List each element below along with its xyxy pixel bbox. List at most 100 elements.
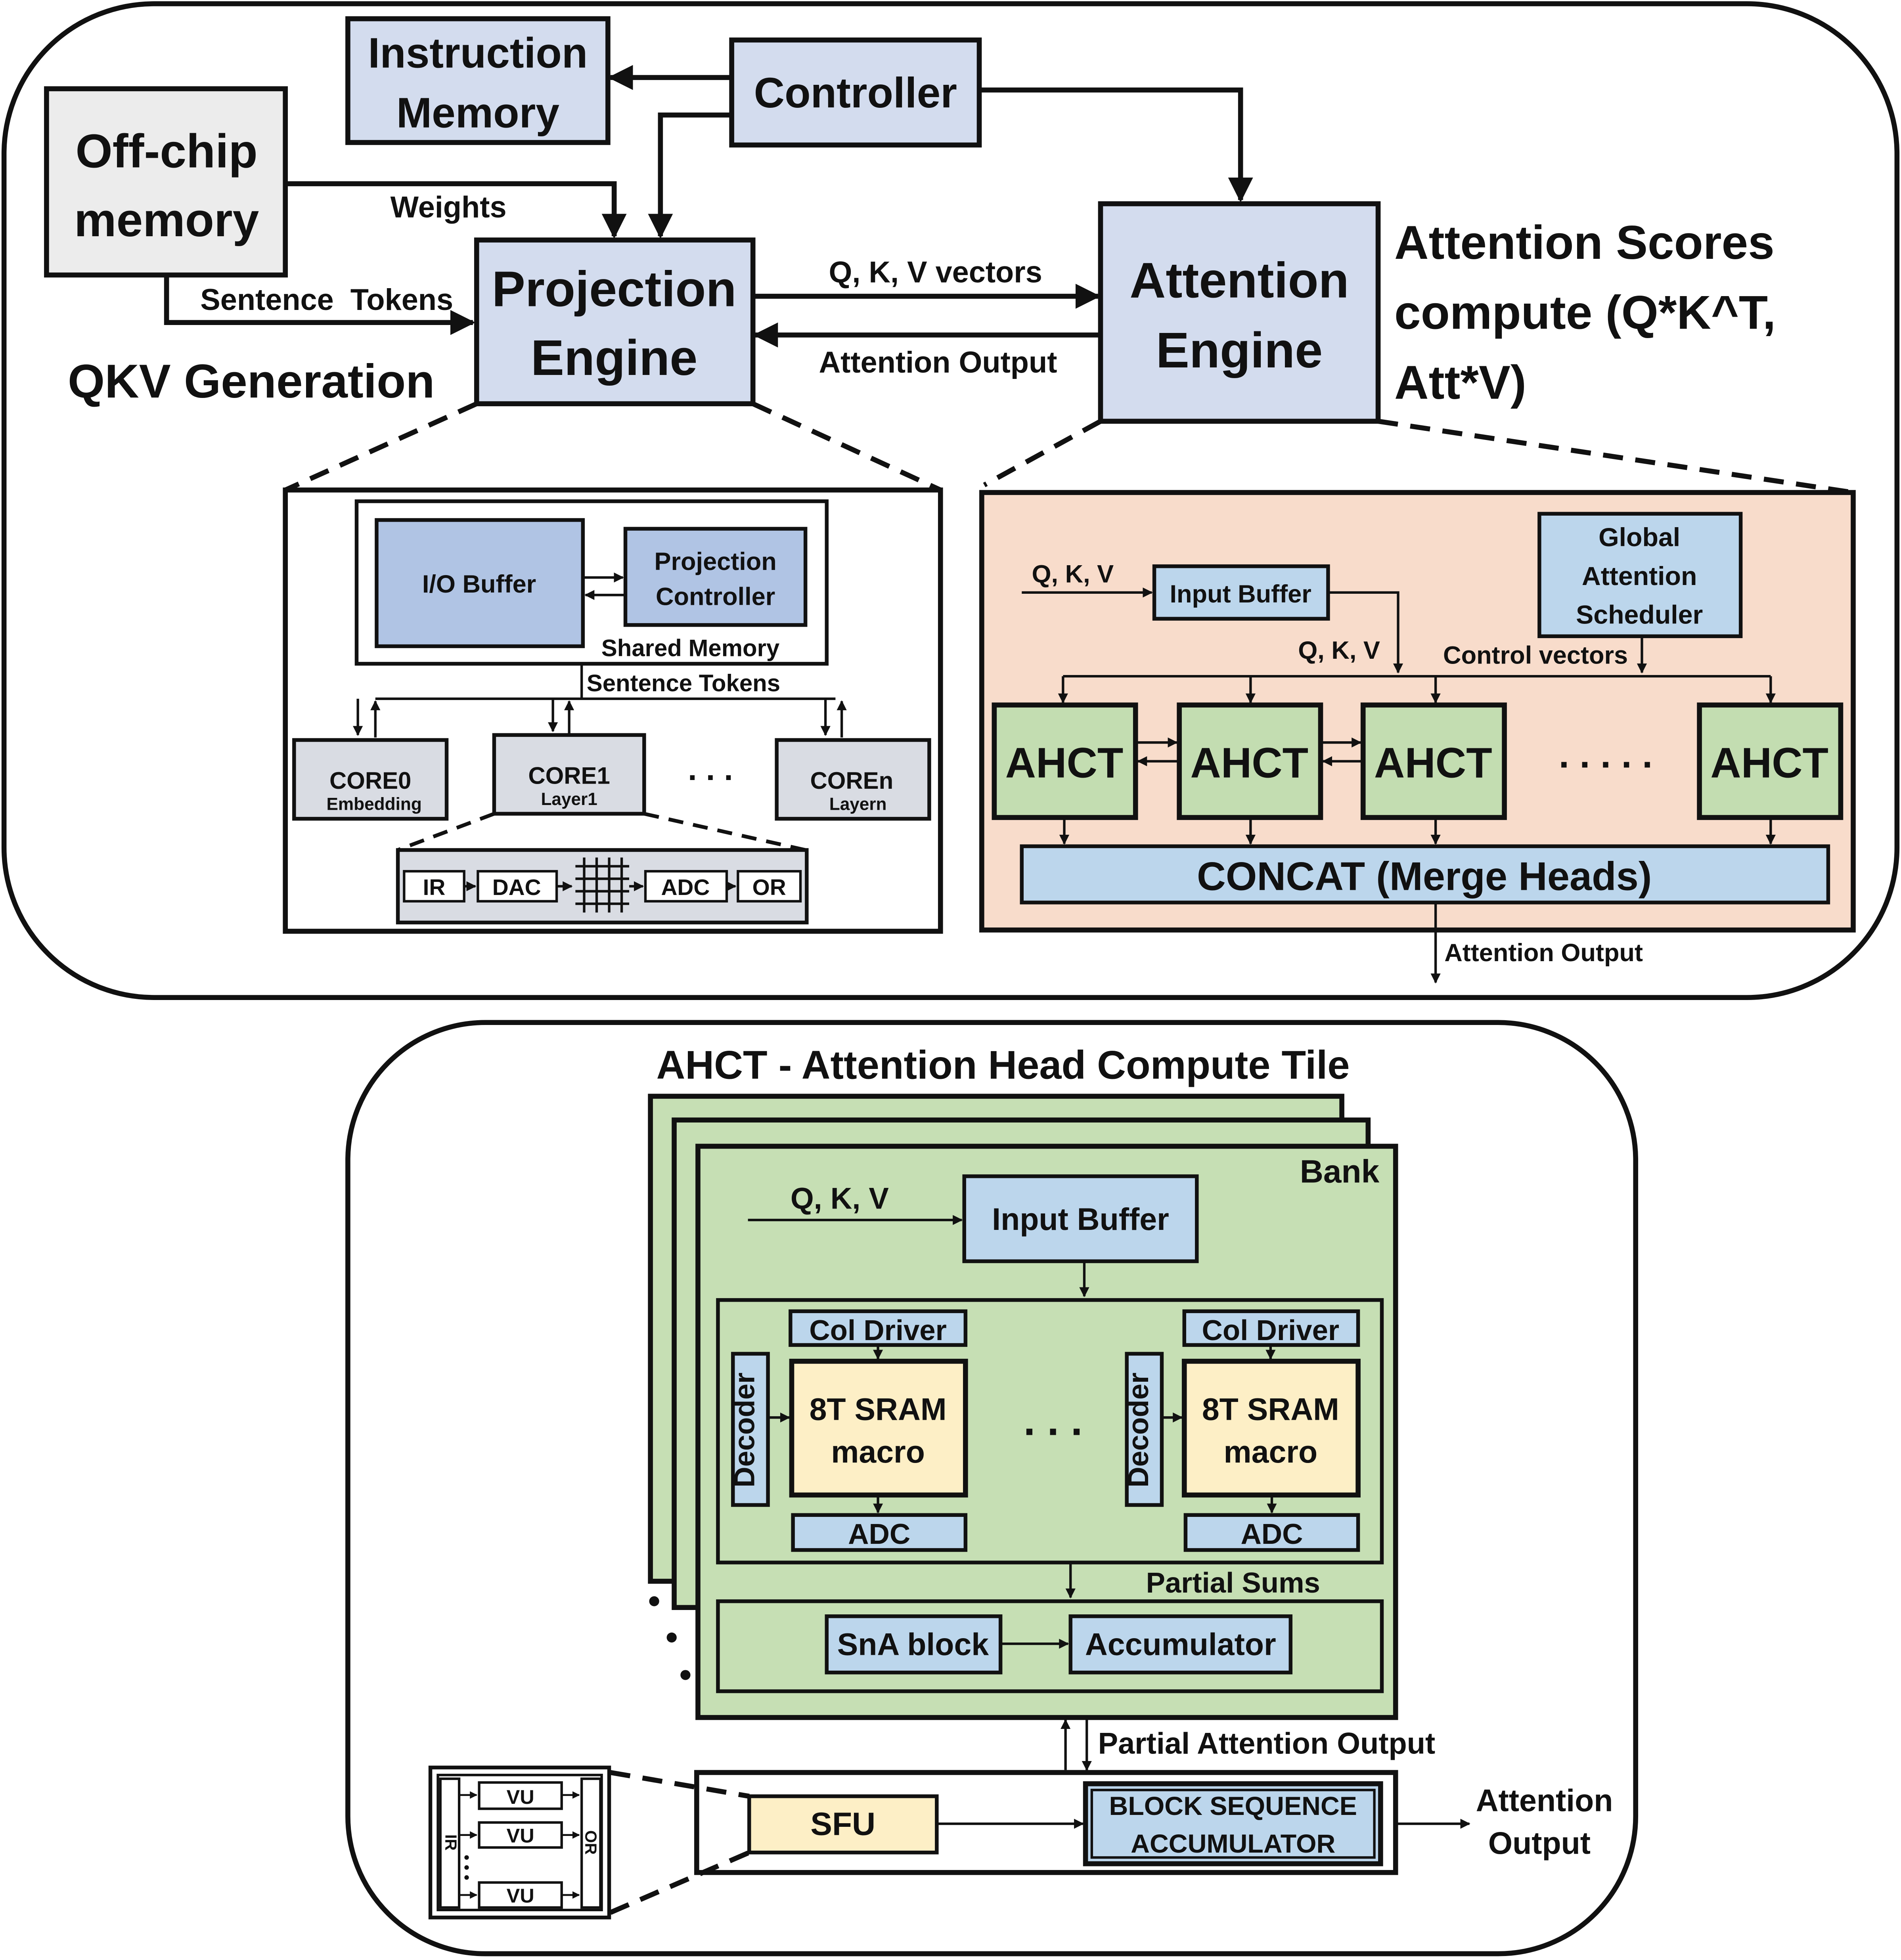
core-pipeline: IR DAC ADC OR (396, 848, 809, 925)
top-connections (164, 65, 1253, 348)
pipeline-or: OR (752, 875, 786, 900)
vu-label-2: VU (507, 1824, 534, 1847)
io-buffer-label: I/O Buffer (422, 570, 536, 598)
vu-label-3: VU (507, 1884, 534, 1907)
pipeline-ir: IR (423, 875, 446, 900)
shared-memory-label: Shared Memory (601, 635, 779, 662)
sentence-tokens-label: Sentence Tokens (200, 283, 453, 317)
partial-attention-output-label: Partial Attention Output (1098, 1727, 1436, 1761)
controller-block: Controller (729, 37, 982, 148)
off-chip-memory-block: Off-chip memory (44, 86, 288, 278)
ahct-label-2: AHCT (1190, 739, 1308, 787)
ahct-label-3: AHCT (1374, 739, 1492, 787)
sram-right-line2: macro (1224, 1434, 1318, 1469)
sram-right-line1: 8T SRAM (1202, 1392, 1339, 1427)
attention-engine-line1: Attention (1129, 252, 1349, 308)
core1-sub: Layer1 (541, 790, 597, 809)
ahct-input-buffer-label: Input Buffer (992, 1202, 1169, 1237)
projection-controller-line2: Controller (656, 583, 775, 610)
weights-label: Weights (391, 191, 507, 224)
global-scheduler-box (1537, 512, 1743, 638)
sram-macro-right (1181, 1359, 1361, 1498)
qkv-generation-label: QKV Generation (68, 355, 435, 408)
adc-left-label: ADC (848, 1518, 910, 1550)
partial-sums-label: Partial Sums (1146, 1567, 1320, 1599)
projection-engine-line1: Projection (492, 261, 737, 317)
pipeline-adc: ADC (661, 875, 710, 900)
sram-macro-left (789, 1359, 968, 1498)
ahct-box-3 (1360, 702, 1507, 820)
projection-engine-line2: Engine (531, 330, 697, 386)
decoder-right (1125, 1352, 1164, 1507)
io-buffer-box (375, 518, 585, 648)
core1-name: CORE1 (528, 762, 610, 789)
ahct-qkv-label: Q, K, V (791, 1182, 889, 1216)
decoder-right-label: Decoder (1122, 1373, 1154, 1488)
instruction-memory-block: Instruction Memory (345, 16, 611, 145)
sram-group-right: Col Driver Decoder 8T SRAM macro ADC (1122, 1309, 1361, 1552)
accumulator-box (1068, 1614, 1293, 1675)
core0-name: CORE0 (329, 767, 411, 794)
sram-left-line2: macro (831, 1434, 925, 1469)
col-driver-left (789, 1309, 968, 1347)
off-chip-memory-line2: memory (74, 194, 259, 247)
ahct-label-n: AHCT (1710, 739, 1828, 787)
attention-output-label: Attention Output (819, 346, 1057, 379)
controller-label: Controller (754, 69, 957, 117)
instruction-memory-line1: Instruction (368, 29, 588, 76)
input-buffer-box (1152, 564, 1330, 621)
decoder-left-label: Decoder (728, 1373, 760, 1488)
final-output-line1: Attention (1476, 1783, 1613, 1818)
off-chip-memory-line1: Off-chip (76, 125, 258, 178)
sfu-detail: IR OR VU VU VU (428, 1765, 611, 1920)
block-seq-acc-line1: BLOCK SEQUENCE (1109, 1792, 1357, 1821)
projection-controller-box (623, 527, 808, 627)
sna-block-label: SnA block (837, 1627, 989, 1662)
sfu-box (747, 1794, 939, 1855)
sram-left-line1: 8T SRAM (810, 1392, 947, 1427)
core0-sub: Embedding (326, 795, 421, 814)
core1: CORE1 Layer1 (492, 733, 646, 816)
ahct-dots: . . . . . (1559, 734, 1653, 776)
pipeline-dac: DAC (492, 875, 541, 900)
sfu-or-bar (580, 1777, 602, 1909)
ahct-row: AHCT AHCT AHCT AHCT . . . . . (992, 702, 1844, 845)
sram-dots: . . . (1024, 1396, 1083, 1444)
scheduler-line2: Attention (1582, 562, 1697, 591)
concat-box (1020, 844, 1830, 904)
ahct-box-1 (992, 702, 1138, 820)
adc-right-label: ADC (1241, 1518, 1303, 1550)
accumulator-label: Accumulator (1085, 1627, 1276, 1662)
qkv-vectors-label: Q, K, V vectors (829, 256, 1042, 289)
sram-group-left: Col Driver Decoder 8T SRAM macro ADC (728, 1309, 968, 1552)
input-buffer-label: Input Buffer (1170, 580, 1311, 608)
sfu-or-label: OR (582, 1830, 600, 1855)
sfu-ir-label: IR (442, 1834, 460, 1851)
final-output-line2: Output (1488, 1826, 1591, 1861)
adc-left (791, 1513, 968, 1552)
attention-scores-line2: compute (Q*K^T, (1394, 286, 1776, 339)
attention-engine-block: Attention Engine (1098, 201, 1381, 424)
cores-ellipsis: . . . (688, 751, 733, 787)
qkv-in-label: Q, K, V (1032, 560, 1114, 588)
sfu-ir-bar (439, 1777, 461, 1909)
qkv-mid-label: Q, K, V (1298, 637, 1380, 664)
projection-detail-panel: I/O Buffer Projection Controller Shared … (283, 487, 943, 934)
instruction-memory-line2: Memory (396, 89, 559, 137)
vu-box-3 (478, 1881, 563, 1909)
concat-label: CONCAT (Merge Heads) (1197, 854, 1652, 899)
scheduler-line1: Global (1599, 523, 1680, 552)
ahct-label-1: AHCT (1005, 739, 1124, 787)
vu-box-2 (478, 1821, 563, 1849)
attention-detail-output-label: Attention Output (1444, 939, 1643, 967)
sentence-tokens-detail-label: Sentence Tokens (587, 670, 780, 696)
sfu-label: SFU (810, 1806, 875, 1842)
coren-name: COREn (810, 767, 894, 794)
scheduler-line3: Scheduler (1576, 600, 1703, 630)
attention-scores-line3: Att*V) (1394, 356, 1526, 409)
bank-label: Bank (1300, 1153, 1380, 1189)
col-driver-left-label: Col Driver (809, 1314, 947, 1346)
adc-right (1183, 1513, 1360, 1552)
ahct-title: AHCT - Attention Head Compute Tile (656, 1043, 1350, 1088)
